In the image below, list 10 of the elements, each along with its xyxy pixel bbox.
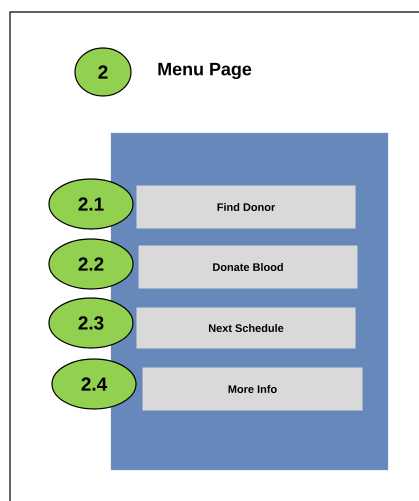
callout-number: 2.2	[48, 238, 134, 290]
title: Menu Page	[158, 62, 252, 80]
callout-number: 2.1	[48, 178, 134, 230]
callout-number: 2.3	[48, 297, 134, 349]
menu-button: More Info	[142, 368, 362, 410]
callout-number: 2	[74, 47, 132, 97]
menu-button: Donate Blood	[138, 246, 358, 288]
callout-number: 2.4	[51, 358, 137, 410]
menu-button: Next Schedule	[136, 308, 356, 348]
menu-button: Find Donor	[136, 186, 356, 228]
